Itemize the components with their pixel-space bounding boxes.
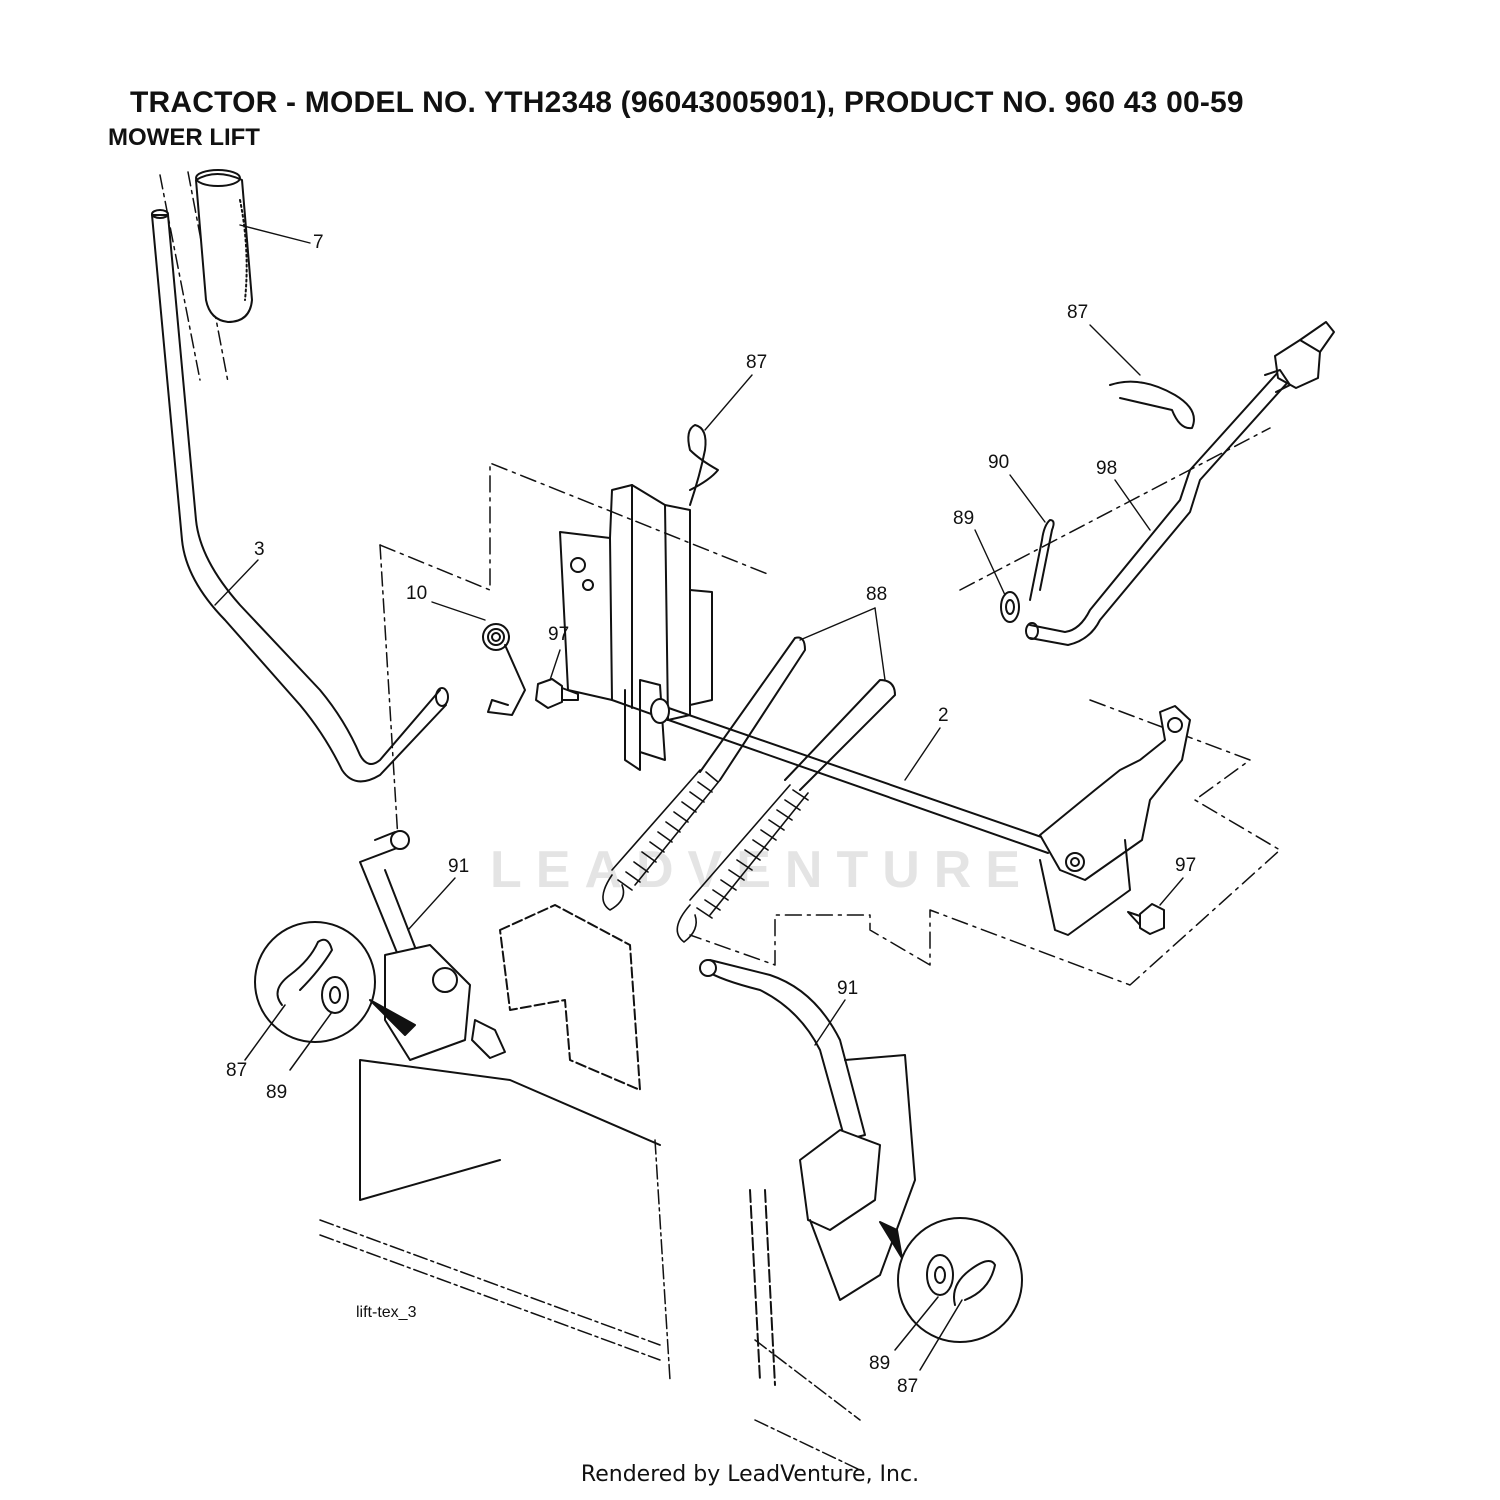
callout-7: 7 <box>313 232 324 253</box>
left-lift-link <box>359 830 661 1201</box>
callout-91-right: 91 <box>837 978 859 999</box>
detail-circle-left <box>244 921 416 1071</box>
diagram-subtitle: MOWER LIFT <box>108 124 260 151</box>
extension-springs <box>602 636 896 943</box>
bolt-right <box>1127 903 1165 935</box>
right-lift-link <box>699 959 916 1386</box>
lift-lever <box>151 209 449 841</box>
detail-circle-right <box>879 1217 1023 1371</box>
callout-87-top: 87 <box>746 352 768 373</box>
bolt-left <box>535 678 579 709</box>
reference-lines <box>379 427 1281 986</box>
watermark: LEADVENTURE <box>490 841 1035 899</box>
callout-97-left: 97 <box>548 624 570 645</box>
callout-2: 2 <box>938 705 949 726</box>
washer-and-cotter-pin <box>1000 519 1055 623</box>
callout-87-rod: 87 <box>1067 302 1089 323</box>
lift-link-rod <box>1025 321 1335 646</box>
callout-10: 10 <box>406 583 428 604</box>
callout-89-detail-right: 89 <box>869 1353 891 1374</box>
hairpin-clips <box>687 380 1195 506</box>
leader-lines <box>214 224 1184 1046</box>
diagram-title: TRACTOR - MODEL NO. YTH2348 (96043005901… <box>130 86 1244 119</box>
footer-credit: Rendered by LeadVenture, Inc. <box>580 1462 920 1487</box>
lift-shaft <box>650 698 1051 854</box>
callout-87-detail-left: 87 <box>226 1060 248 1081</box>
callout-87-detail-right: 87 <box>897 1376 919 1397</box>
callout-98: 98 <box>1096 458 1118 479</box>
center-bracket <box>559 484 713 771</box>
callout-90: 90 <box>988 452 1010 473</box>
callout-89-detail-left: 89 <box>266 1082 288 1103</box>
callout-88: 88 <box>866 584 888 605</box>
deck-edges <box>319 1139 861 1471</box>
figure-id: lift-tex_3 <box>356 1304 417 1321</box>
callout-91-left: 91 <box>448 856 470 877</box>
handle-grip <box>159 169 253 383</box>
callout-97-right: 97 <box>1175 855 1197 876</box>
right-lift-arm <box>1039 705 1191 936</box>
callout-3: 3 <box>254 539 265 560</box>
torsion-spring <box>482 623 526 716</box>
callout-89-rod: 89 <box>953 508 975 529</box>
